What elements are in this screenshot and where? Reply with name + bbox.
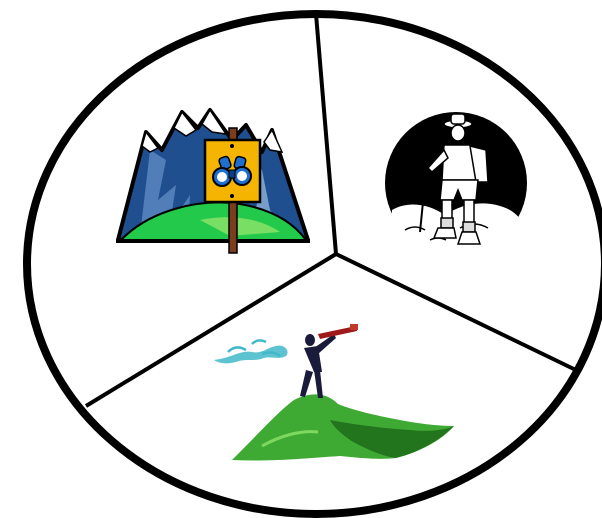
diagram-canvas — [0, 0, 602, 518]
three-segment-circle-diagram — [0, 0, 602, 518]
